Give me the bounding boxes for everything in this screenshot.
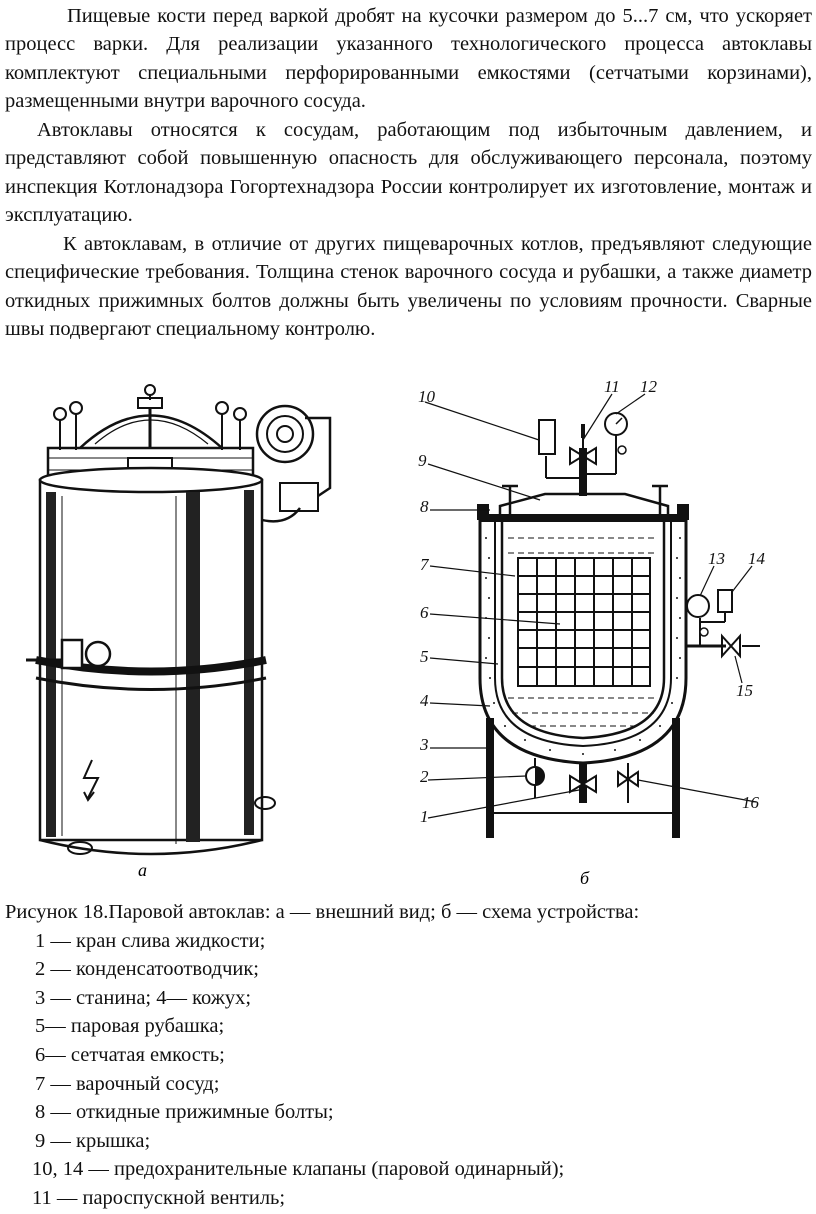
- paragraph-1: Пищевые кости перед варкой дробят на кус…: [5, 5, 812, 113]
- callout-5: 5: [420, 647, 429, 666]
- figure-caption: Рисунок 18.Паровой автоклав: а — внешний…: [5, 898, 811, 1213]
- autoclave-external-view: [26, 384, 332, 856]
- callout-12: 12: [640, 378, 658, 396]
- paragraph-3: К автоклавам, в отличие от других пищева…: [5, 233, 812, 341]
- callout-9: 9: [418, 451, 427, 470]
- callout-10: 10: [418, 387, 436, 406]
- callout-numbers: 10 9 8 7 6 5 4 3 2 1 11 12 13 14 15 16: [418, 377, 766, 826]
- caption-item: 2 — конденсатоотводчик;: [35, 958, 259, 981]
- jacket-stipple: [485, 537, 681, 755]
- caption-item: 8 — откидные прижимные болты;: [35, 1101, 334, 1124]
- caption-item: 1 — кран слива жидкости;: [35, 929, 266, 952]
- caption-item: 5— паровая рубашка;: [35, 1015, 225, 1038]
- caption-item: 7 — варочный сосуд;: [35, 1072, 220, 1095]
- autoclave-schematic: [424, 393, 760, 838]
- caption-item: 6— сетчатая емкость;: [35, 1043, 225, 1066]
- callout-14: 14: [748, 549, 766, 568]
- callout-4: 4: [420, 691, 429, 710]
- paragraph-2: Автоклавы относятся к сосудам, работающи…: [5, 119, 812, 227]
- callout-15: 15: [736, 681, 753, 700]
- callout-13: 13: [708, 549, 725, 568]
- caption-item: 11 — пароспускной вентиль;: [32, 1186, 286, 1209]
- callout-7: 7: [420, 555, 430, 574]
- figure-label-a: а: [138, 860, 147, 880]
- liquid-fill: [508, 537, 658, 727]
- callout-16: 16: [742, 793, 760, 812]
- autoclave-figure: а: [0, 377, 816, 888]
- callout-8: 8: [420, 497, 429, 516]
- callout-11: 11: [604, 378, 620, 396]
- caption-item: 3 — станина; 4— кожух;: [35, 986, 252, 1009]
- callout-leaders: [424, 393, 757, 819]
- callout-1: 1: [420, 807, 429, 826]
- figure-label-b: б: [580, 868, 590, 888]
- callout-2: 2: [420, 767, 429, 786]
- caption-item: 9 — крышка;: [35, 1129, 151, 1152]
- caption-title: Рисунок 18.Паровой автоклав: а — внешний…: [5, 901, 640, 923]
- callout-3: 3: [419, 735, 429, 754]
- caption-item: 10, 14 — предохранительные клапаны (паро…: [32, 1158, 565, 1181]
- callout-6: 6: [420, 603, 429, 622]
